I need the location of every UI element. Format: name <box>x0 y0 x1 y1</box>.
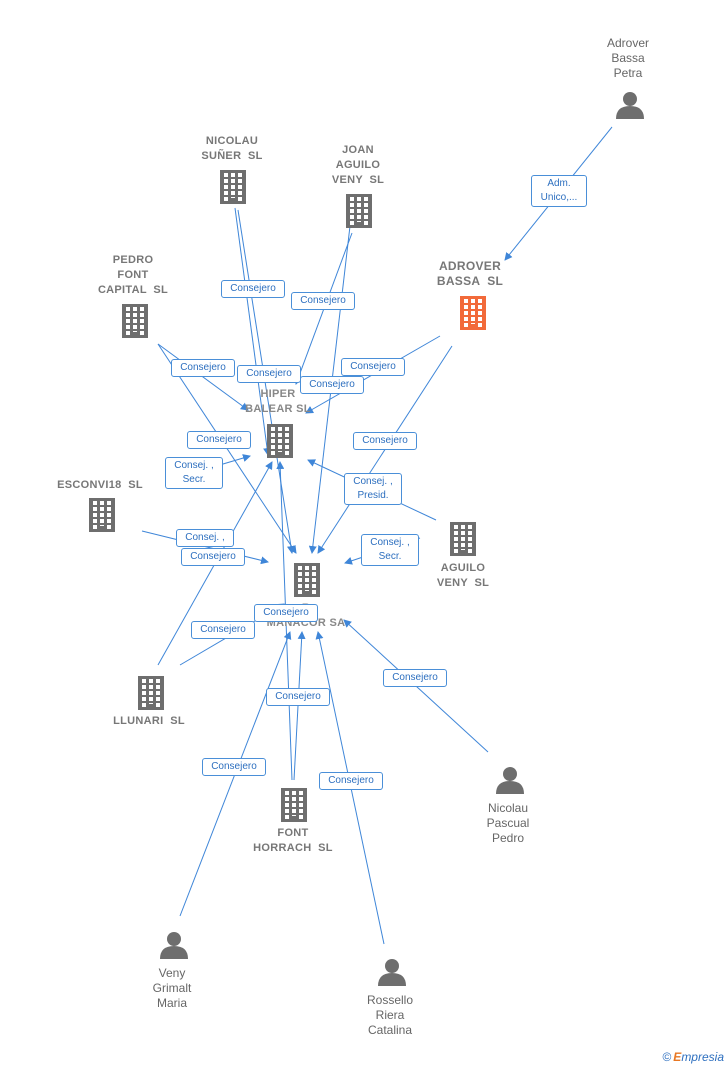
edge-badge-consejero[interactable]: Consejero <box>221 280 285 298</box>
edge-badge-consej-secr[interactable]: Consej. , Secr. <box>361 534 419 566</box>
person-icon[interactable] <box>496 767 524 794</box>
node-label-aguilo-veny-sl[interactable]: AGUILO VENY SL <box>436 562 490 589</box>
edge-badge-consejero[interactable]: Consejero <box>353 432 417 450</box>
node-label-joan-aguilo-veny-sl[interactable]: JOAN AGUILO VENY SL <box>331 144 385 186</box>
icons-layer <box>89 92 644 986</box>
person-icon[interactable] <box>160 932 188 959</box>
edge-badge-consejero[interactable]: Consejero <box>383 669 447 687</box>
building-icon[interactable] <box>89 498 115 532</box>
building-icon[interactable] <box>346 194 372 228</box>
node-label-pedro-font-capital-sl[interactable]: PEDRO FONT CAPITAL SL <box>97 254 169 296</box>
edge-badge-consejero[interactable]: Consejero <box>291 292 355 310</box>
edge-badge-consejero[interactable]: Consejero <box>181 548 245 566</box>
edge-line <box>157 343 249 411</box>
edge-badge-consejero[interactable]: Consejero <box>202 758 266 776</box>
building-icon[interactable] <box>294 563 320 597</box>
edge-badge-consejero[interactable]: Consejero <box>319 772 383 790</box>
person-icon[interactable] <box>616 92 644 119</box>
edge-badge-consej-secr[interactable]: Consej. , Secr. <box>165 457 223 489</box>
building-icon[interactable] <box>281 788 307 822</box>
edge-badge-consejero[interactable]: Consejero <box>237 365 301 383</box>
node-label-nicolau-pascual-pedro[interactable]: Nicolau Pascual Pedro <box>486 801 530 845</box>
edge-badge-consejero[interactable]: Consejero <box>266 688 330 706</box>
building-icon[interactable] <box>267 424 293 458</box>
edge-badge-consejero[interactable]: Consejero <box>254 604 318 622</box>
building-icon[interactable] <box>122 304 148 338</box>
edge-badge-consej-truncated[interactable]: Consej. , <box>176 529 234 547</box>
edge-badge-consejero[interactable]: Consejero <box>191 621 255 639</box>
edge-badge-adm-unico[interactable]: Adm. Unico,... <box>531 175 587 207</box>
edge-badge-consejero[interactable]: Consejero <box>187 431 251 449</box>
building-icon[interactable] <box>220 170 246 204</box>
node-label-font-horrach-sl[interactable]: FONT HORRACH SL <box>253 827 333 854</box>
edge-badge-consejero[interactable]: Consejero <box>171 359 235 377</box>
node-label-rossello-riera-catalina[interactable]: Rossello Riera Catalina <box>366 993 414 1037</box>
building-icon[interactable] <box>460 296 486 330</box>
brand-footer[interactable]: ©Empresia <box>662 1050 724 1064</box>
edge-badge-consej-presid[interactable]: Consej. , Presid. <box>344 473 402 505</box>
building-icon[interactable] <box>450 522 476 556</box>
node-label-nicolau-suner-sl[interactable]: NICOLAU SUÑER SL <box>201 135 263 162</box>
node-label-adrover-bassa-sl[interactable]: ADROVER BASSA SL <box>436 259 504 288</box>
building-icon[interactable] <box>138 676 164 710</box>
copyright-symbol: © <box>662 1050 672 1064</box>
brand-logo-letter: E <box>673 1050 682 1064</box>
node-label-hiper-balear-sl[interactable]: HIPER BALEAR SL <box>245 388 311 415</box>
brand-name: mpresia <box>681 1050 724 1064</box>
node-label-esconvi18-sl[interactable]: ESCONVI18 SL <box>57 479 143 491</box>
edge-badge-consejero[interactable]: Consejero <box>300 376 364 394</box>
edge-badge-consejero[interactable]: Consejero <box>341 358 405 376</box>
node-label-veny-grimalt-maria[interactable]: Veny Grimalt Maria <box>152 966 192 1010</box>
node-label-llunari-sl[interactable]: LLUNARI SL <box>113 715 185 727</box>
edge-line <box>293 631 306 781</box>
node-label-adrover-bassa-petra[interactable]: Adrover Bassa Petra <box>606 36 650 80</box>
edge-line <box>234 207 272 456</box>
person-icon[interactable] <box>378 959 406 986</box>
